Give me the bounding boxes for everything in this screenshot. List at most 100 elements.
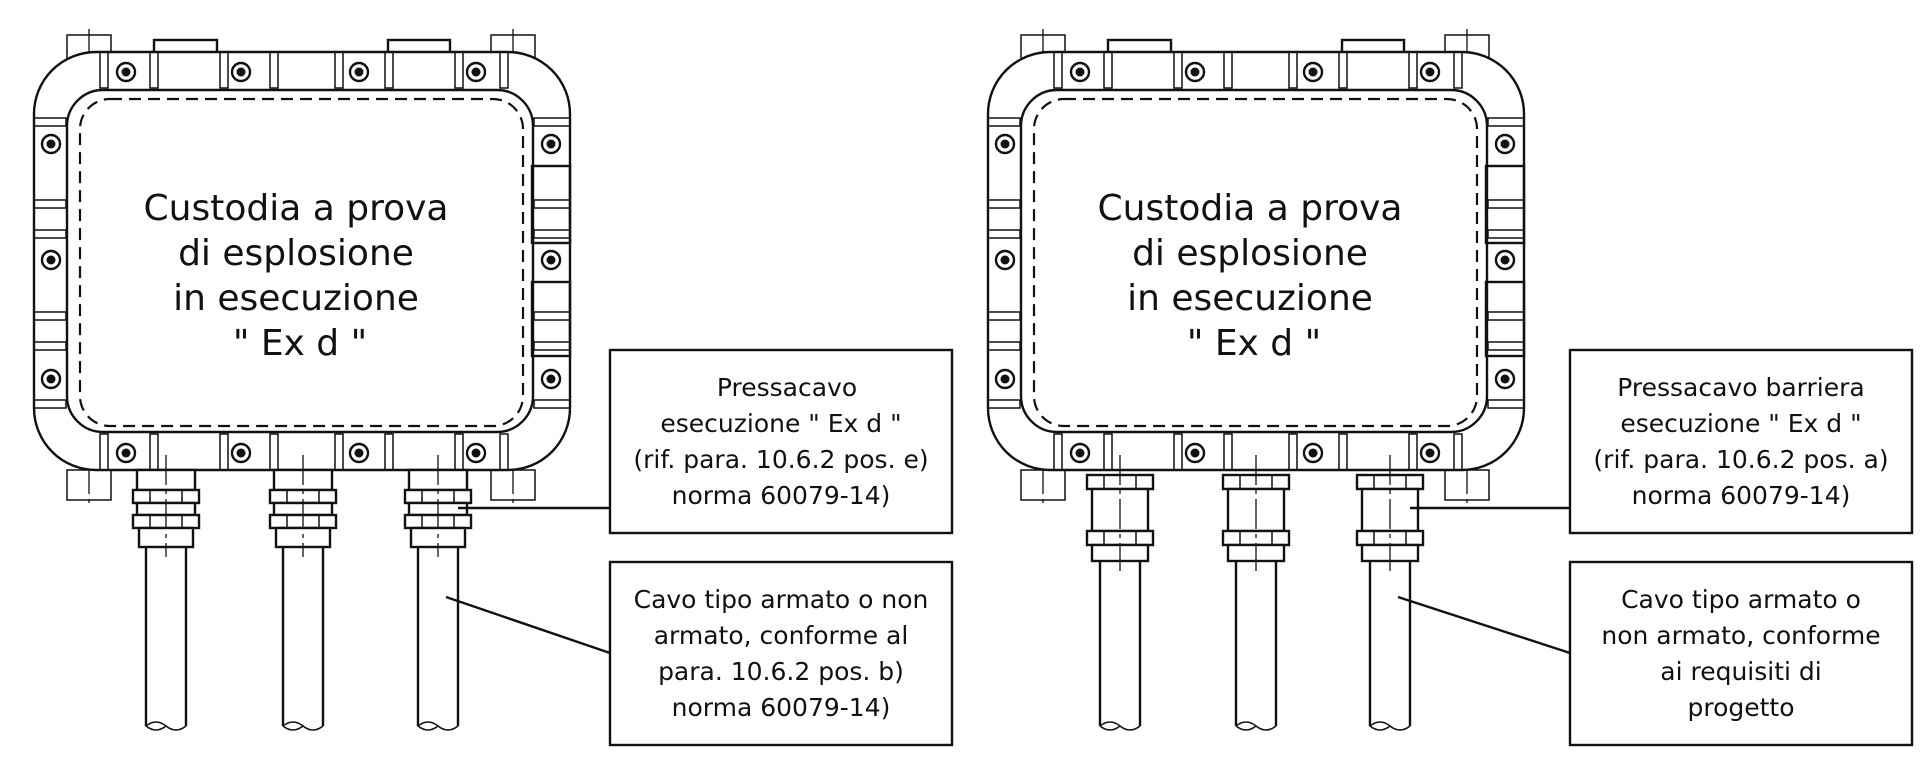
frame-slot xyxy=(988,341,1021,351)
bolt-icon xyxy=(540,368,562,390)
bolt-center xyxy=(1190,67,1200,77)
frame-slot xyxy=(1338,52,1348,89)
frame-slot xyxy=(34,229,67,239)
bolt-icon xyxy=(465,442,487,464)
frame-slot xyxy=(34,399,67,409)
frame-slot xyxy=(454,433,464,470)
bolt-center xyxy=(236,448,246,458)
cable-label-line: progetto xyxy=(1687,693,1794,722)
frame-slot xyxy=(1453,52,1463,89)
bolt-center xyxy=(471,448,481,458)
enclosure-label-line: Custodia a prova xyxy=(144,188,449,229)
bolt-icon xyxy=(1419,442,1441,464)
frame-slot xyxy=(533,399,570,409)
bolt-center xyxy=(1075,448,1085,458)
frame-slot xyxy=(149,433,159,470)
bolt-icon xyxy=(1184,442,1206,464)
frame-slot xyxy=(269,52,279,89)
frame-slot xyxy=(99,52,109,89)
bolt-center xyxy=(121,67,131,77)
cable-label-box xyxy=(1568,560,1914,747)
bolt-icon xyxy=(230,442,252,464)
bolt-icon xyxy=(230,61,252,83)
bolt-icon xyxy=(1494,368,1516,390)
frame-slot xyxy=(99,433,109,470)
bolt-icon xyxy=(115,61,137,83)
frame-slot xyxy=(533,117,570,127)
bolt-icon xyxy=(1184,61,1206,83)
frame-slot xyxy=(1288,52,1298,89)
bolt-icon xyxy=(40,368,62,390)
frame-slot xyxy=(1338,433,1348,470)
frame-slot xyxy=(34,117,67,127)
bolt-center xyxy=(546,139,556,149)
bolt-icon xyxy=(1419,61,1441,83)
cable xyxy=(1098,561,1142,726)
frame-slot xyxy=(533,229,570,239)
gland-label-line: (rif. para. 10.6.2 pos. e) xyxy=(633,445,928,474)
bolt-icon xyxy=(348,61,370,83)
cable xyxy=(281,547,325,726)
frame-slot xyxy=(149,52,159,89)
frame-slot xyxy=(384,52,394,89)
frame-slot xyxy=(34,341,67,351)
bolt-center xyxy=(354,67,364,77)
bolt-center xyxy=(1500,255,1510,265)
cable-label-line: armato, conforme al xyxy=(654,621,909,650)
bolt-icon xyxy=(348,442,370,464)
bolt-center xyxy=(1308,448,1318,458)
bolt-icon xyxy=(115,442,137,464)
gland-label-box xyxy=(1568,348,1914,535)
frame-slot xyxy=(533,311,570,321)
cable-gland xyxy=(131,455,201,731)
frame-slot xyxy=(219,52,229,89)
cable-break-symbol xyxy=(282,721,324,731)
bolt-center xyxy=(471,67,481,77)
bolt-icon xyxy=(540,133,562,155)
enclosure-label-line: " Ex d " xyxy=(1187,323,1321,364)
bolt-icon xyxy=(1494,249,1516,271)
bolt-icon xyxy=(40,249,62,271)
bolt-center xyxy=(1075,67,1085,77)
gland-label-line: norma 60079-14) xyxy=(1632,481,1851,510)
frame-slot xyxy=(1173,52,1183,89)
cover-outline xyxy=(78,97,525,428)
bolt-center xyxy=(546,374,556,384)
flange-inner-edge xyxy=(65,88,535,434)
frame-slot xyxy=(988,311,1021,321)
bolt-center xyxy=(1000,255,1010,265)
cover-outline xyxy=(1032,97,1479,428)
gland-label-line: (rif. para. 10.6.2 pos. a) xyxy=(1593,445,1888,474)
bolt-center xyxy=(1425,67,1435,77)
cable xyxy=(416,547,460,726)
bolt-icon xyxy=(1302,61,1324,83)
cable xyxy=(1368,561,1412,726)
cable-label-line: non armato, conforme xyxy=(1601,621,1880,650)
frame-slot xyxy=(1487,199,1524,209)
bolt-center xyxy=(1190,448,1200,458)
frame-slot xyxy=(1487,229,1524,239)
gland-label-line: Pressacavo barriera xyxy=(1617,373,1864,402)
cable-break-symbol xyxy=(1369,721,1411,731)
frame-slot xyxy=(1487,399,1524,409)
gland-label-line: esecuzione " Ex d " xyxy=(660,409,901,438)
frame-slot xyxy=(454,52,464,89)
cable xyxy=(1234,561,1278,726)
frame-slot xyxy=(499,433,509,470)
frame-slot xyxy=(269,433,279,470)
frame-slot xyxy=(988,117,1021,127)
frame-slot xyxy=(1487,311,1524,321)
enclosure-label-line: in esecuzione xyxy=(173,278,419,319)
cable-gland xyxy=(1355,455,1425,731)
frame-slot xyxy=(1223,52,1233,89)
frame-slot xyxy=(988,199,1021,209)
gland-label-line: norma 60079-14) xyxy=(672,481,891,510)
frame-slot xyxy=(1408,52,1418,89)
frame-slot xyxy=(1103,52,1113,89)
cable-gland xyxy=(403,455,473,731)
bolt-center xyxy=(46,139,56,149)
cable-gland xyxy=(1221,455,1291,731)
frame-slot xyxy=(1487,117,1524,127)
gland-label-line: esecuzione " Ex d " xyxy=(1620,409,1861,438)
